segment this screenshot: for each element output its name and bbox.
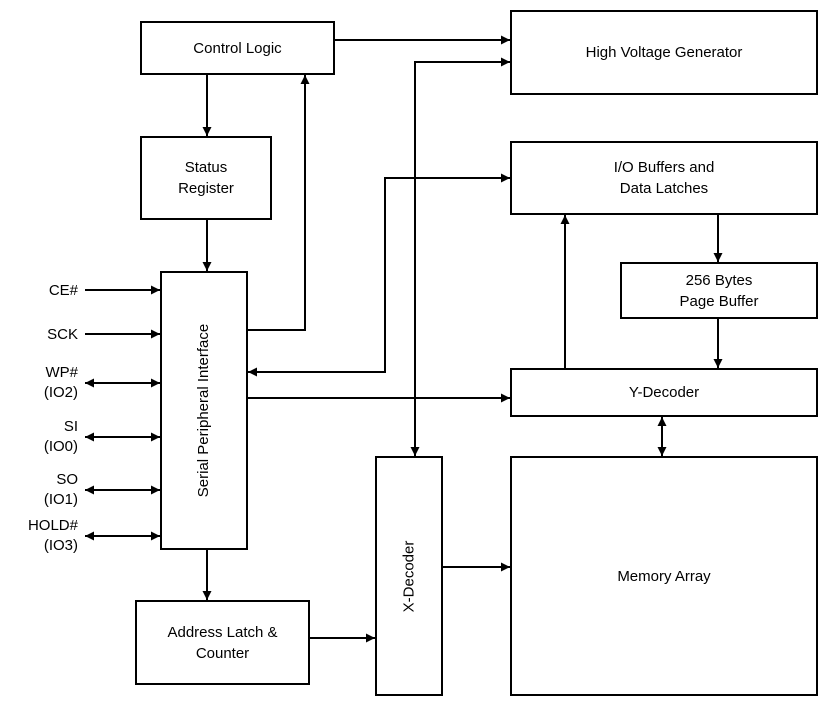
block-high-voltage-generator: High Voltage Generator (510, 10, 818, 95)
block-page-buffer-label: 256 Bytes Page Buffer (679, 271, 759, 310)
pin-label-ce: CE# (0, 281, 78, 301)
block-y-decoder: Y-Decoder (510, 368, 818, 417)
block-address-latch-label: Address Latch & Counter (167, 623, 278, 662)
wires (85, 35, 723, 643)
pin-label-wp: WP# (IO2) (0, 363, 78, 403)
pin-sub: (IO0) (43, 438, 78, 455)
pin-label-sck: SCK (0, 325, 78, 345)
block-status-register: Status Register (140, 136, 272, 220)
block-control-logic: Control Logic (140, 21, 335, 75)
pin-name: SCK (47, 326, 78, 343)
block-y-decoder-label: Y-Decoder (628, 384, 700, 401)
wire-spi-io-buffers (248, 173, 510, 377)
block-control-logic-label: Control Logic (193, 39, 282, 57)
pin-name: WP# (45, 364, 78, 381)
pin-sub: (IO1) (43, 491, 78, 508)
block-serial-peripheral-interface: Serial Peripheral Interface (160, 271, 248, 550)
pin-name: HOLD# (27, 517, 78, 534)
block-memory-array-label: Memory Array (617, 567, 711, 585)
pin-label-so: SO (IO1) (0, 470, 78, 510)
block-address-latch-counter: Address Latch & Counter (135, 600, 310, 685)
block-status-register-label: Status Register (178, 159, 234, 197)
pin-label-hold: HOLD# (IO3) (0, 516, 78, 556)
pin-label-si: SI (IO0) (0, 417, 78, 457)
pin-sub: (IO3) (43, 537, 78, 554)
block-memory-array: Memory Array (510, 456, 818, 696)
block-spi-label: Serial Peripheral Interface (195, 323, 213, 498)
pin-name: SO (56, 471, 78, 488)
block-io-buffers-label: I/O Buffers and Data Latches (613, 159, 715, 197)
block-x-decoder: X-Decoder (375, 456, 443, 696)
pin-name: CE# (48, 282, 78, 299)
wire-bus-x-decoder-hvg (410, 57, 510, 456)
block-io-buffers: I/O Buffers and Data Latches (510, 141, 818, 215)
block-page-buffer: 256 Bytes Page Buffer (620, 262, 818, 319)
block-hvg-label: High Voltage Generator (585, 44, 743, 61)
block-x-decoder-label: X-Decoder (400, 540, 418, 612)
pin-sub: (IO2) (43, 384, 78, 401)
pin-name: SI (63, 418, 78, 435)
